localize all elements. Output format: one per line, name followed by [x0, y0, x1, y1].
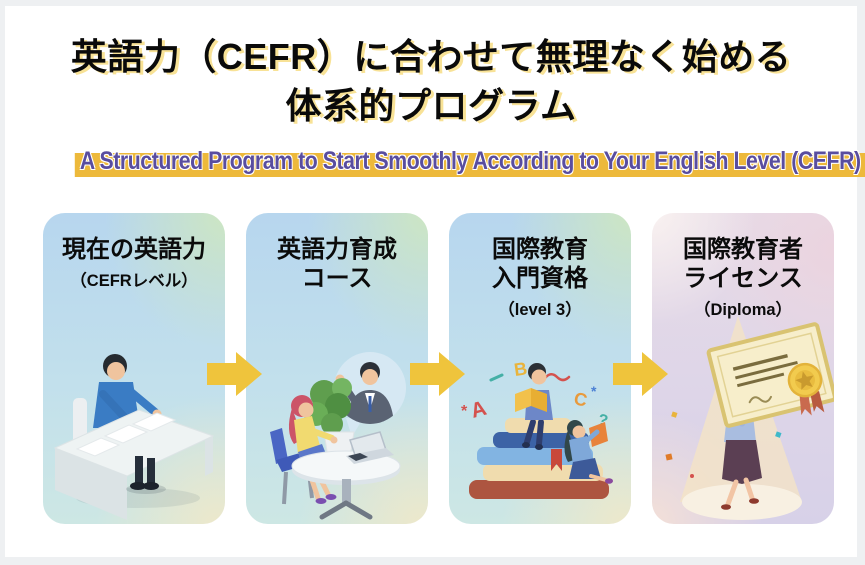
svg-text:A: A [468, 397, 489, 423]
arrow-step3-to-step4-icon [613, 352, 668, 396]
subtitle-wrap: A Structured Program to Start Smoothly A… [74, 145, 865, 179]
step-card-header: 国際教育者 ライセンス （Diploma） [652, 213, 834, 320]
online-english-lesson-illustration [270, 352, 406, 520]
svg-text:*: * [591, 383, 597, 399]
step-card-header: 英語力育成 コース [246, 213, 428, 293]
step-card-english-development-course: 英語力育成 コース [246, 213, 428, 524]
step-title: 英語力育成 コース [277, 236, 397, 292]
step-note: （CEFRレベル） [70, 272, 198, 290]
person-taking-test-illustration [53, 354, 215, 520]
step-card-header: 現在の英語力 （CEFRレベル） [43, 213, 225, 291]
title-line-1: 英語力（CEFR）に合わせて無理なく始める [70, 36, 792, 77]
arrow-step1-to-step2-icon [207, 352, 262, 396]
step-note: （level 3） [498, 301, 582, 319]
step-note: （Diploma） [693, 301, 793, 319]
slide-canvas: 英語力（CEFR）に合わせて無理なく始める 体系的プログラム A Structu… [5, 6, 865, 557]
step-title: 現在の英語力 [62, 236, 206, 263]
subtitle-text: A Structured Program to Start Smoothly A… [74, 145, 865, 179]
page-subtitle: A Structured Program to Start Smoothly A… [5, 145, 865, 179]
step-card-current-english-level: 現在の英語力 （CEFRレベル） [43, 213, 225, 524]
learners-on-book-stack-illustration: A B C ? * * [461, 358, 613, 499]
step-card-educator-license: 国際教育者 ライセンス （Diploma） [652, 213, 834, 524]
step-title: 国際教育 入門資格 [492, 236, 588, 292]
title-line-2: 体系的プログラム [285, 85, 577, 126]
svg-text:C: C [572, 388, 589, 410]
arrow-step2-to-step3-icon [410, 352, 465, 396]
step-card-header: 国際教育 入門資格 （level 3） [449, 213, 631, 320]
svg-text:B: B [513, 358, 529, 380]
step-card-intro-qualification: 国際教育 入門資格 （level 3） A B C ? * * [449, 213, 631, 524]
step-title: 国際教育者 ライセンス [683, 236, 803, 292]
page-title: 英語力（CEFR）に合わせて無理なく始める 体系的プログラム [5, 32, 857, 130]
graduate-celebrating-with-diploma-illustration [665, 316, 834, 520]
svg-text:*: * [461, 403, 468, 420]
